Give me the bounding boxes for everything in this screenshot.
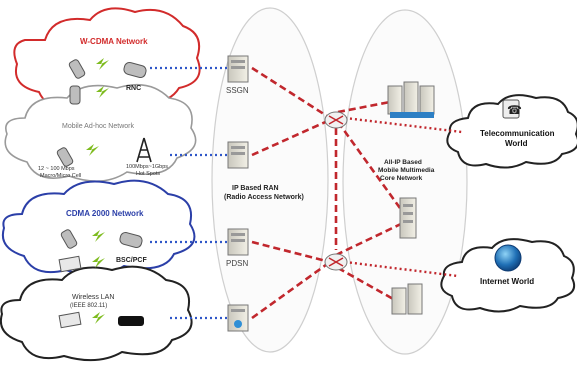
rnc-label: RNC — [126, 85, 141, 92]
rnc-device-icon — [123, 61, 147, 79]
internet-world-cloud — [440, 238, 576, 313]
cdma2000-title: CDMA 2000 Network — [66, 209, 144, 218]
telecom-world-line2: World — [505, 139, 528, 148]
telephone-icon: ☎ — [502, 99, 522, 119]
router-icon — [324, 111, 348, 129]
server-icon — [227, 304, 249, 332]
core-world-links — [344, 116, 463, 278]
mobile-adhoc-title: Mobile Ad-hoc Network — [62, 123, 134, 130]
phone-icon — [56, 147, 74, 167]
internet-world-label: Internet World — [480, 277, 534, 286]
wcdma-cloud — [13, 7, 201, 111]
pdsn-server-icon — [227, 228, 249, 256]
bsc-device-icon — [119, 231, 143, 249]
wireless-link-icons — [86, 58, 109, 324]
server-pair-icon — [391, 283, 423, 315]
cdma2000-cloud — [2, 179, 196, 277]
wcdma-title: W-CDMA Network — [80, 37, 148, 46]
sgsn-label: SSGN — [226, 86, 249, 95]
allip-label-line2: Mobile Multimedia — [378, 167, 435, 174]
telecom-world-cloud — [446, 94, 577, 169]
antenna-tower-icon — [136, 137, 152, 163]
speed-label-1: 12 ~ 100 Mbps — [38, 166, 75, 172]
cell-label-1: Macro/Micro Cell — [40, 173, 81, 179]
wlan-standard: (IEEE 802.11) — [70, 303, 107, 309]
bsc-label: BSC/PCF — [116, 257, 147, 264]
server-cluster-icon — [387, 81, 435, 118]
phone-icon — [60, 229, 78, 249]
server-icon — [227, 141, 249, 169]
router-icon — [324, 253, 348, 271]
allip-label-line1: All-IP Based — [384, 159, 422, 166]
sgsn-server-icon — [227, 55, 249, 83]
ran-label-line1: IP Based RAN — [232, 185, 279, 192]
wlan-title: Wireless LAN — [72, 294, 114, 301]
ran-label-line2: (Radio Access Network) — [224, 194, 304, 201]
database-server-icon — [399, 197, 417, 239]
laptop-icon — [58, 311, 82, 329]
phone-icon — [68, 59, 86, 79]
phone-icon — [69, 85, 81, 105]
core-network-ellipse — [342, 9, 468, 355]
ran-ellipse — [211, 7, 329, 353]
telecom-world-line1: Telecommunication — [480, 129, 555, 138]
laptop-icon — [58, 255, 82, 273]
speed-label-2: 100Mbps~1Gbps — [126, 164, 168, 170]
svg-text:☎: ☎ — [507, 103, 522, 117]
wlan-cloud — [0, 265, 193, 362]
globe-icon — [494, 244, 522, 272]
access-point-icon — [118, 316, 144, 326]
cell-label-2: Hot Spots — [136, 171, 160, 177]
pdsn-label: PDSN — [226, 259, 248, 268]
ran-router-links — [251, 66, 407, 320]
allip-label-line3: Core Network — [380, 175, 423, 182]
